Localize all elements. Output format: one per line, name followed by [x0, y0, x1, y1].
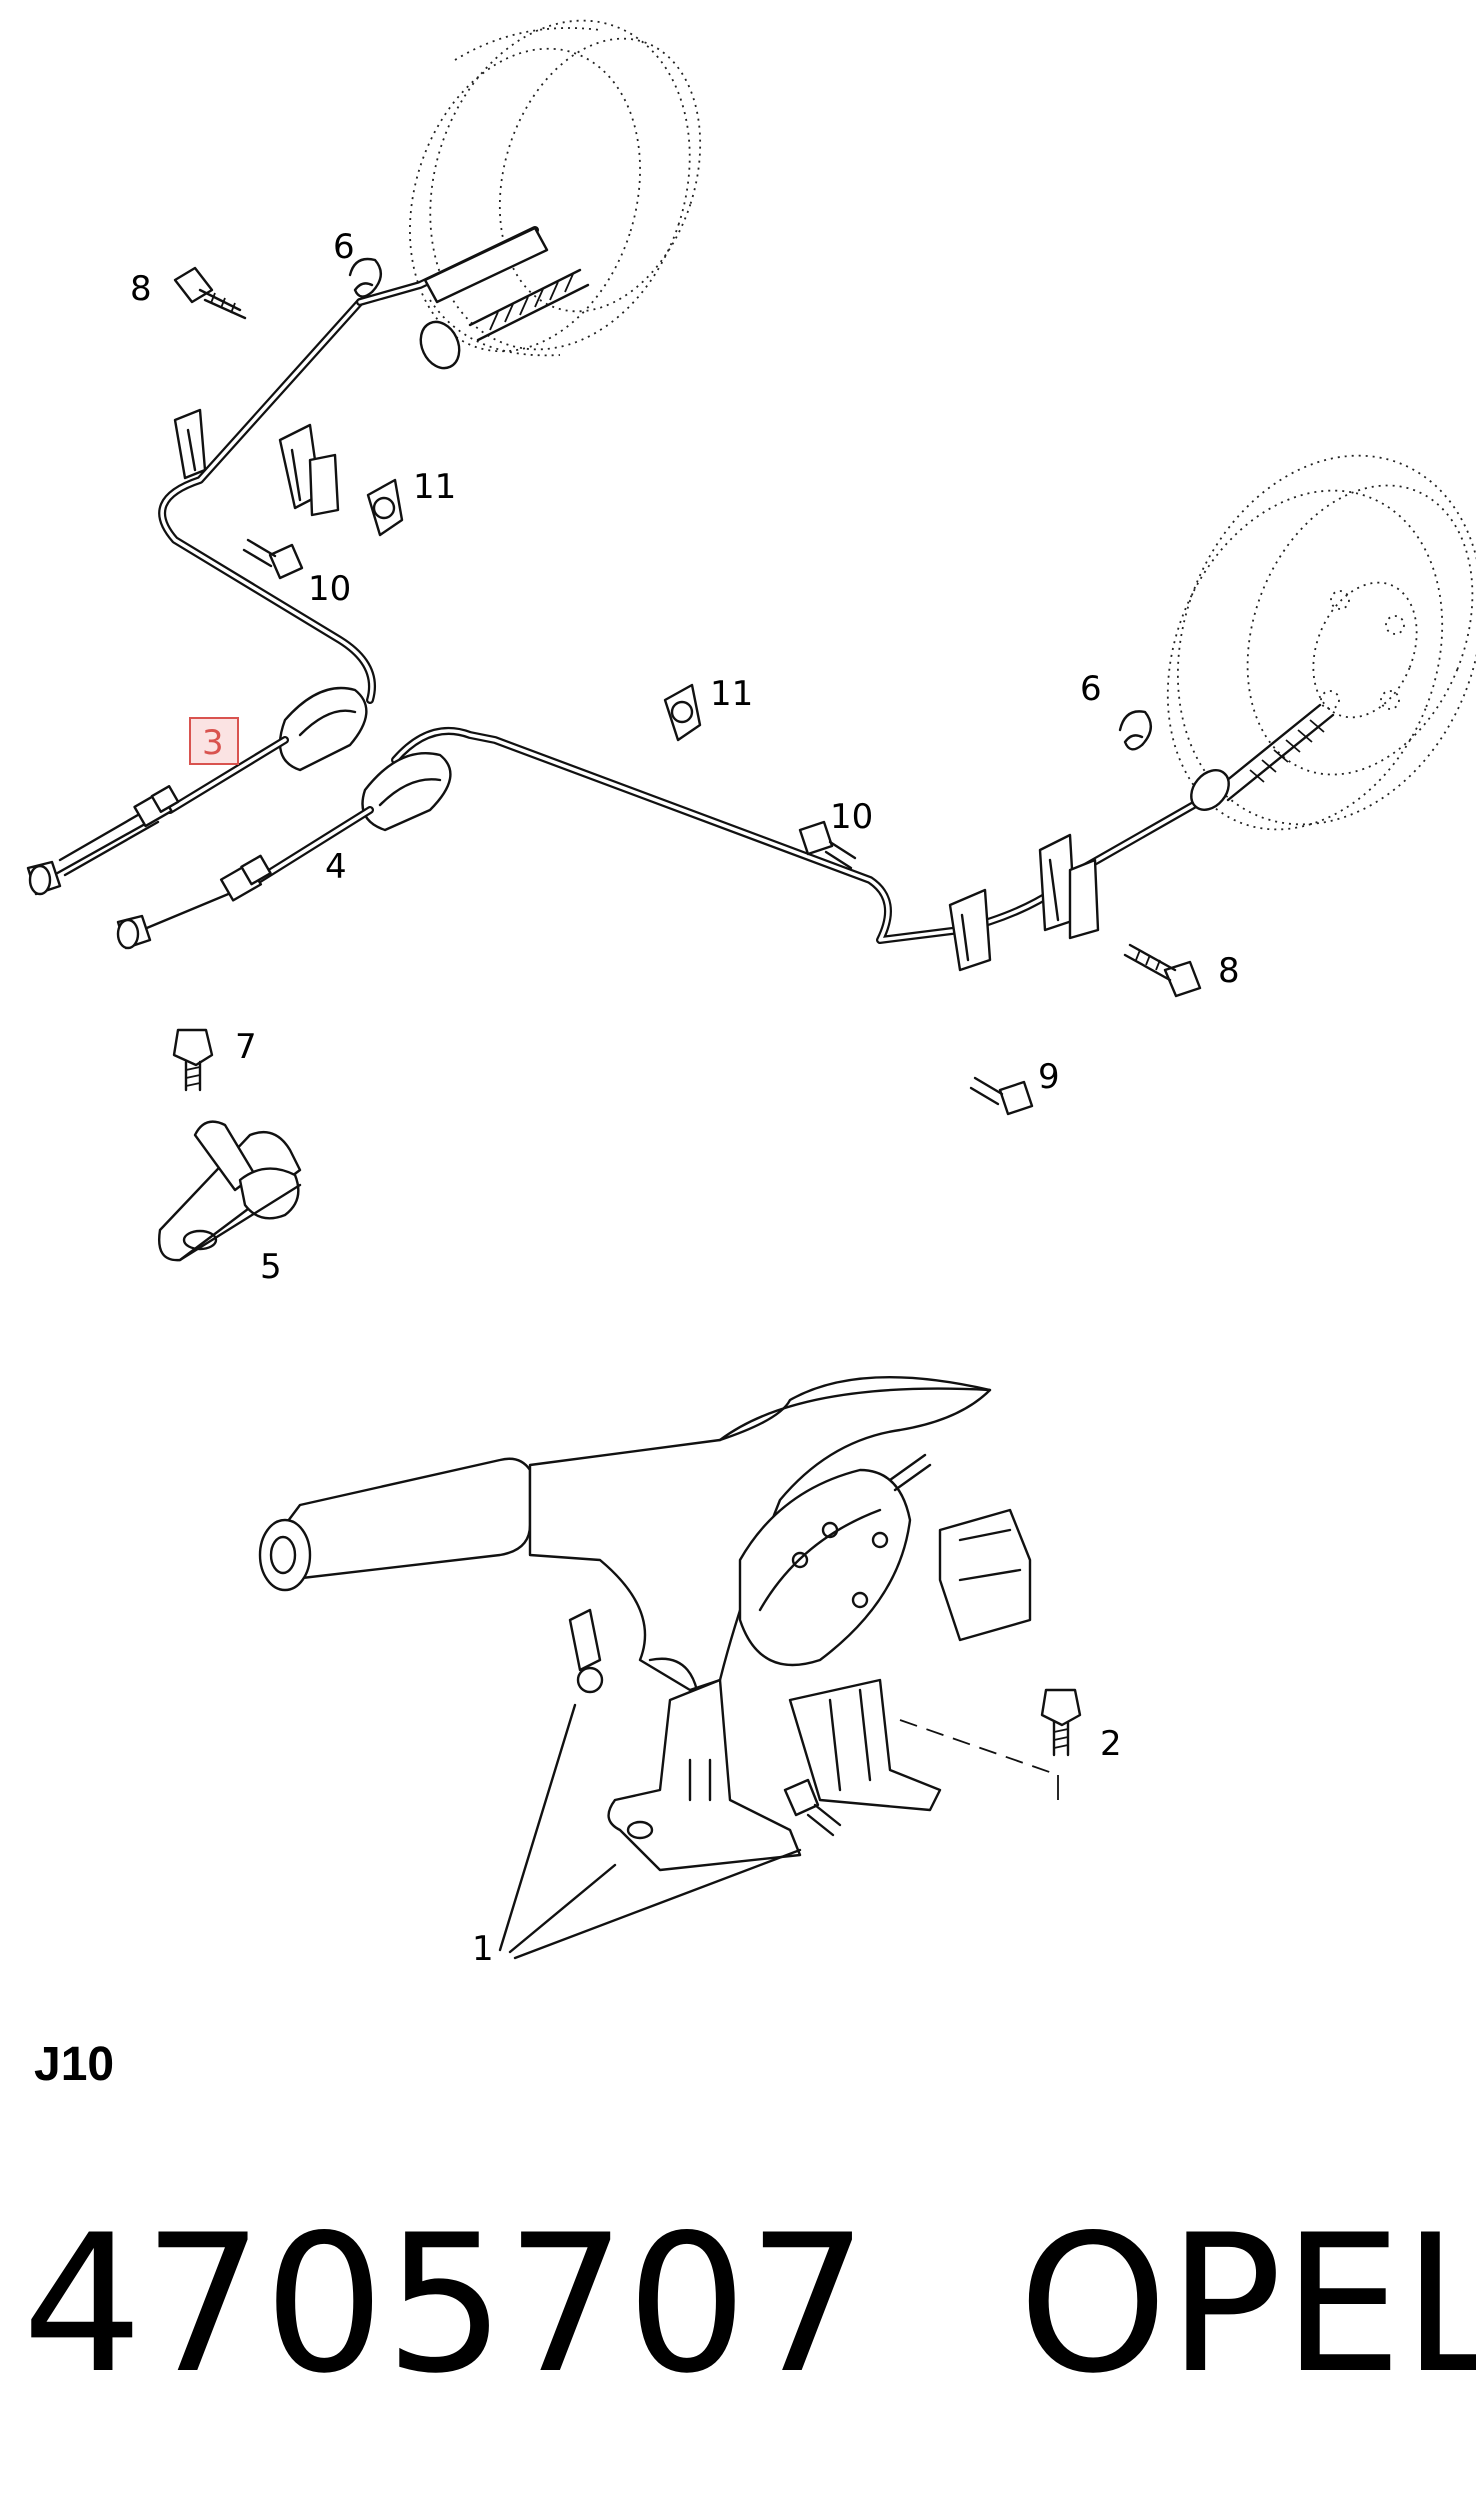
right-brake-drum [1166, 454, 1476, 831]
bolt-10-right [798, 820, 857, 870]
leader-lines-1 [498, 1703, 802, 1960]
callout-4: 4 [325, 847, 347, 887]
bolt-8-left [173, 266, 247, 320]
bolt-lever-front [783, 1778, 842, 1837]
callout-8-right: 8 [1218, 951, 1240, 991]
callout-5: 5 [260, 1247, 282, 1287]
part-identification: 4705707 OPEL [22, 2194, 1476, 2415]
bolt-7 [172, 1028, 214, 1092]
bracket-5 [158, 1120, 302, 1262]
section-code: J10 [34, 2038, 114, 2091]
callout-2: 2 [1100, 1724, 1122, 1764]
bolt-10-left [242, 538, 304, 580]
callout-8-left: 8 [130, 269, 152, 309]
cable-bracket-left [173, 408, 340, 517]
retainer-11-right [663, 683, 702, 742]
callout-11-left: 11 [413, 467, 456, 507]
callout-7: 7 [235, 1027, 257, 1067]
callout-10-right: 10 [830, 797, 873, 837]
bolt-2 [1040, 1688, 1082, 1757]
cable-bracket-right [948, 833, 1100, 972]
callout-3-highlight [189, 717, 239, 765]
cable-3 [26, 226, 590, 896]
callout-11-right: 11 [710, 674, 753, 714]
bolt-9 [969, 1076, 1034, 1116]
cable-4 [116, 703, 1335, 950]
retainer-11-left [366, 478, 404, 537]
callout-6-left: 6 [333, 227, 355, 267]
handbrake-lever-assembly [258, 1376, 1059, 1872]
callout-3: 3 [202, 723, 224, 763]
threaded-rod-left [419, 268, 590, 370]
bolt-8-right [1123, 943, 1202, 998]
callout-9: 9 [1038, 1057, 1060, 1097]
brand-name: OPEL [1018, 2194, 1476, 2415]
clip-6-left [348, 257, 382, 298]
callout-6-right: 6 [1080, 669, 1102, 709]
callout-1: 1 [472, 1929, 494, 1969]
left-brake-drum [409, 19, 702, 357]
callout-10-left: 10 [308, 569, 351, 609]
clip-6-right [1118, 710, 1152, 751]
part-number: 4705707 [22, 2194, 869, 2415]
